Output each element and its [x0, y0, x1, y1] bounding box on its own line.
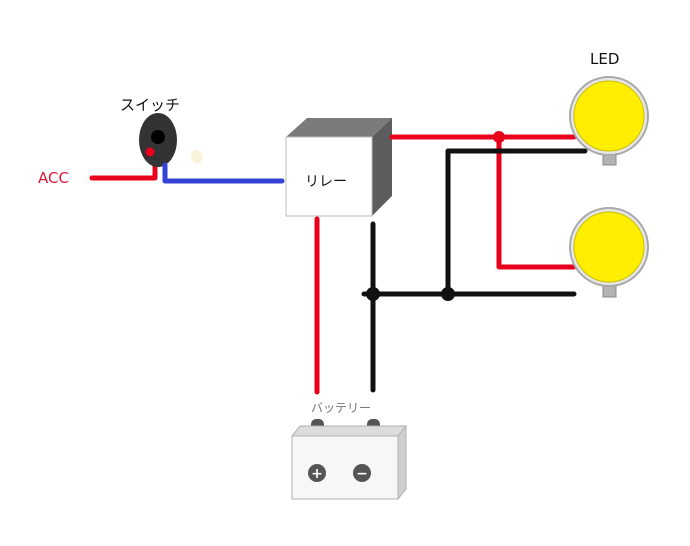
relay-side: [372, 118, 392, 216]
battery-body: [291, 435, 399, 500]
battery-label: バッテリー: [311, 401, 371, 415]
led-1-lens: [573, 80, 645, 152]
battery-top: [290, 425, 408, 437]
relay-box-icon: リレー: [285, 118, 392, 217]
relay-top: [286, 118, 392, 137]
ground-junction-dot-right: [441, 287, 455, 301]
positive-junction-dot: [493, 131, 505, 143]
switch-light-glow: [191, 149, 203, 164]
led-2-lens: [573, 211, 645, 283]
led-label: LED: [590, 50, 619, 68]
relay-label: リレー: [305, 174, 347, 190]
relay-front: [285, 136, 373, 217]
acc-wire: [89, 159, 158, 181]
switch-label: スイッチ: [120, 96, 180, 114]
battery-positive-sign: +: [311, 466, 323, 482]
switch-indicator: [145, 147, 155, 157]
round-led-lamp-icon-2: [569, 207, 649, 298]
led-1-ground-wire: [445, 148, 588, 297]
car-battery-icon: バッテリー + −: [290, 401, 408, 501]
switch-hole: [151, 130, 165, 144]
toggle-switch-icon: スイッチ: [120, 96, 203, 167]
round-led-lamp-icon: LED: [569, 50, 649, 166]
battery-negative-terminal: [353, 464, 371, 482]
led-2-feed-wire: [496, 134, 577, 270]
switch-signal-wire: [162, 162, 285, 184]
acc-label: ACC: [38, 169, 69, 187]
battery-positive-terminal: [308, 464, 326, 482]
battery-negative-sign: −: [356, 466, 368, 482]
battery-side: [397, 424, 407, 501]
ground-junction-dot-left: [366, 287, 380, 301]
